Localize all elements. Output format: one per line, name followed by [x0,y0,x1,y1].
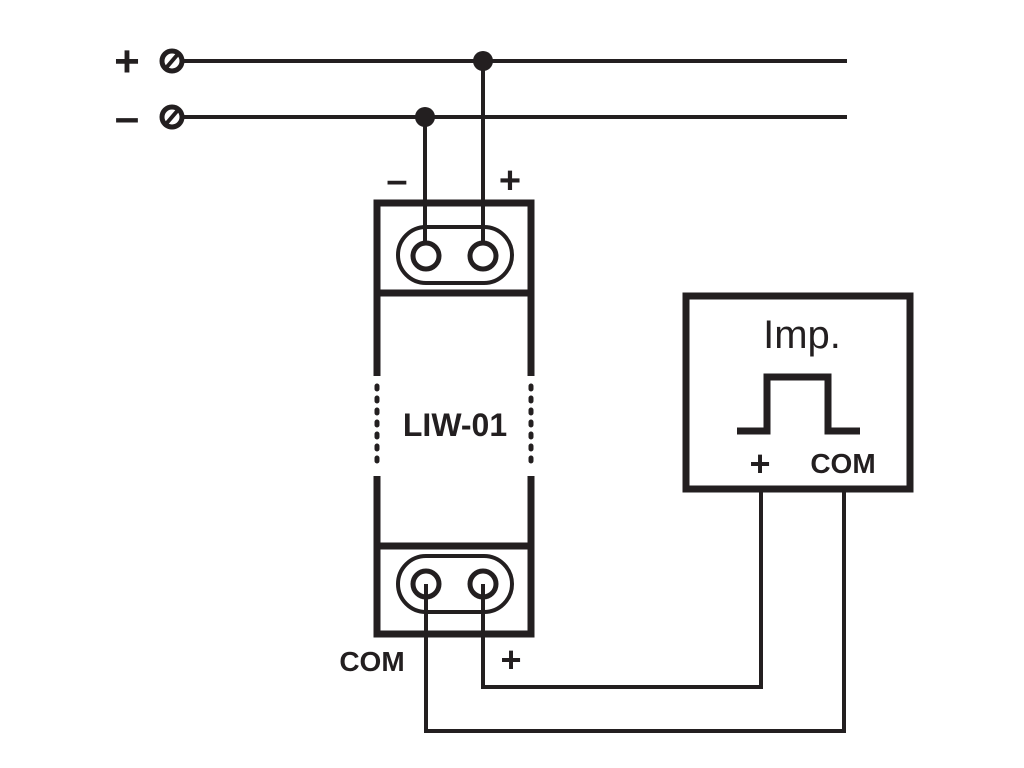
device-bottom-com-label: COM [339,646,404,677]
impulse-source: Imp. + COM [682,292,914,493]
impulse-source-box [682,292,914,493]
supply-positive-terminal-icon [159,48,185,74]
device-bottom-plus-label: + [500,639,521,680]
impulse-com-label: COM [810,448,875,479]
supply-positive-label: + [114,37,140,86]
impulse-title-label: Imp. [763,313,841,357]
top-terminal-minus-screw-icon [410,240,442,272]
device-name-label: LIW-01 [403,407,507,443]
pulse-waveform-icon [737,373,860,435]
top-terminal-plus-screw-icon [467,240,499,272]
supply-negative-terminal-icon [159,104,185,130]
supply-bus: + – [114,37,847,256]
plus-output-wire [481,489,763,689]
liw01-device: – + LIW-01 COM + [339,160,535,680]
device-top-minus-label: – [386,160,407,202]
impulse-plus-label: + [749,443,770,484]
output-wiring [424,489,846,733]
device-top-plus-label: + [499,160,521,202]
bottom-terminal-block [373,476,535,638]
com-output-wire [424,489,846,733]
supply-negative-label: – [115,93,139,142]
top-terminal-block [373,199,535,376]
